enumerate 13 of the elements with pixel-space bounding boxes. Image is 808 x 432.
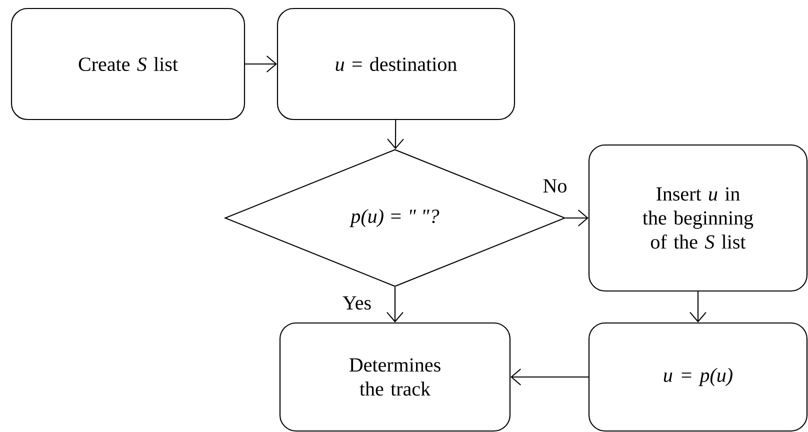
- arrow: [690, 292, 706, 322]
- process-box: u = p(u): [588, 322, 808, 432]
- process-box: Insert u in the beginning of the S list: [588, 144, 808, 292]
- edge-label: Yes: [341, 295, 373, 311]
- arrow: [387, 120, 404, 150]
- arrow: [245, 56, 277, 72]
- process-box: u = destination: [276, 8, 516, 120]
- arrow: [510, 368, 588, 386]
- arrow: [386, 287, 404, 322]
- arrow: [566, 210, 588, 226]
- process-box: Determines the track: [279, 322, 511, 432]
- edge-label: No: [541, 178, 569, 194]
- process-box: Create S list: [10, 8, 246, 120]
